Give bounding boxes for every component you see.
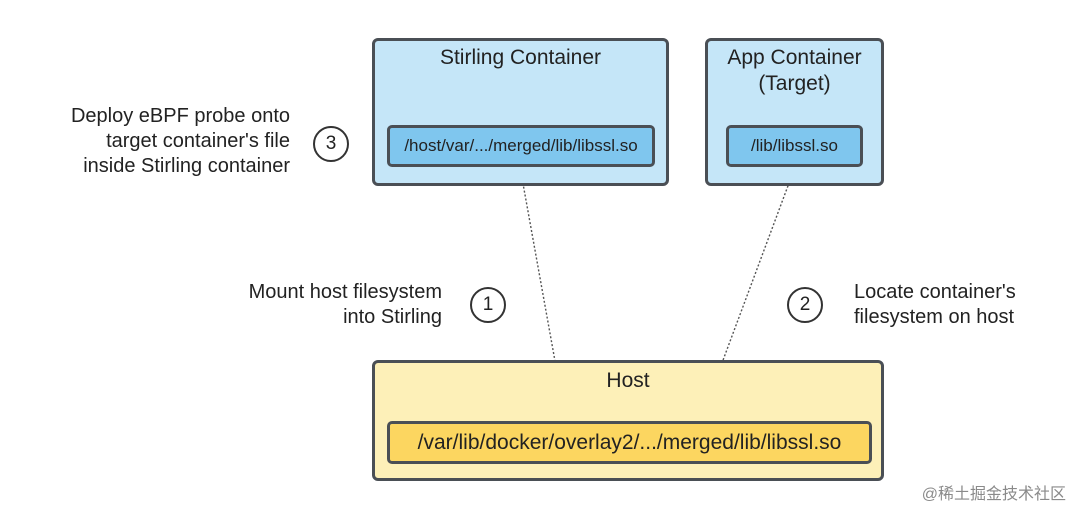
step-1-text: Mount host filesystem into Stirling bbox=[248, 281, 442, 328]
app-container-box: App Container (Target) /lib/libssl.so bbox=[705, 38, 884, 186]
app-libssl-file: /lib/libssl.so bbox=[726, 125, 863, 167]
stirling-mount-connector bbox=[519, 166, 567, 423]
app-locate-connector bbox=[699, 166, 796, 423]
app-container-title: App Container (Target) bbox=[727, 46, 862, 95]
host-box: Host /var/lib/docker/overlay2/.../merged… bbox=[372, 360, 884, 481]
watermark: @稀土掘金技术社区 bbox=[921, 486, 1066, 503]
host-libssl-file: /var/lib/docker/overlay2/.../merged/lib/… bbox=[387, 421, 872, 464]
step-3-circle: 3 bbox=[313, 126, 349, 162]
step-3-text: Deploy eBPF probe onto target container'… bbox=[70, 105, 290, 177]
host-title: Host bbox=[606, 369, 650, 392]
step-2-text: Locate container's filesystem on host bbox=[854, 281, 1016, 328]
stirling-container-box: Stirling Container /host/var/.../merged/… bbox=[372, 38, 669, 186]
step-1-circle: 1 bbox=[470, 287, 506, 323]
stirling-container-title: Stirling Container bbox=[439, 46, 602, 69]
stirling-libssl-file: /host/var/.../merged/lib/libssl.so bbox=[387, 125, 655, 167]
step-2-circle: 2 bbox=[787, 287, 823, 323]
